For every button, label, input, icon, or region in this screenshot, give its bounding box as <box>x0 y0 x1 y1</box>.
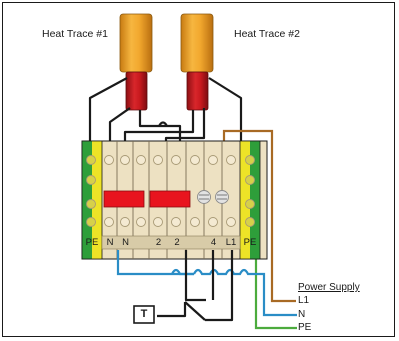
thermostat-wiring <box>157 250 234 322</box>
cable-conductors <box>88 77 243 150</box>
terminal-label-pe-right: PE <box>243 237 257 248</box>
heat-trace-1-label: Heat Trace #1 <box>42 28 108 40</box>
terminal-label-pe-left: PE <box>85 237 99 248</box>
heat-trace-2-label: Heat Trace #2 <box>234 28 300 40</box>
heat-trace-cable-2 <box>180 13 214 111</box>
terminal-label-n-2: N <box>122 237 129 248</box>
heat-trace-cable-1 <box>119 13 153 111</box>
wire-pe <box>254 255 297 330</box>
terminal-block <box>81 140 268 260</box>
terminal-label-2-2: 2 <box>174 237 180 248</box>
pe-label: PE <box>298 322 312 333</box>
terminal-label-l1: L1 <box>225 237 237 248</box>
terminal-label-2-1: 2 <box>155 237 162 248</box>
wire-n-hops <box>193 268 297 317</box>
wire-l1 <box>222 129 296 303</box>
terminal-label-n-1: N <box>106 237 114 248</box>
thermostat-label: T <box>140 308 148 320</box>
disconnect-elements <box>197 190 229 204</box>
diagram-frame <box>2 2 395 337</box>
power-supply-label: Power Supply <box>298 282 360 293</box>
thermostat-box <box>133 305 155 324</box>
n-label: N <box>298 309 306 320</box>
wire-n <box>116 250 194 276</box>
terminal-label-4: 4 <box>210 237 217 248</box>
l1-label: L1 <box>298 295 310 306</box>
